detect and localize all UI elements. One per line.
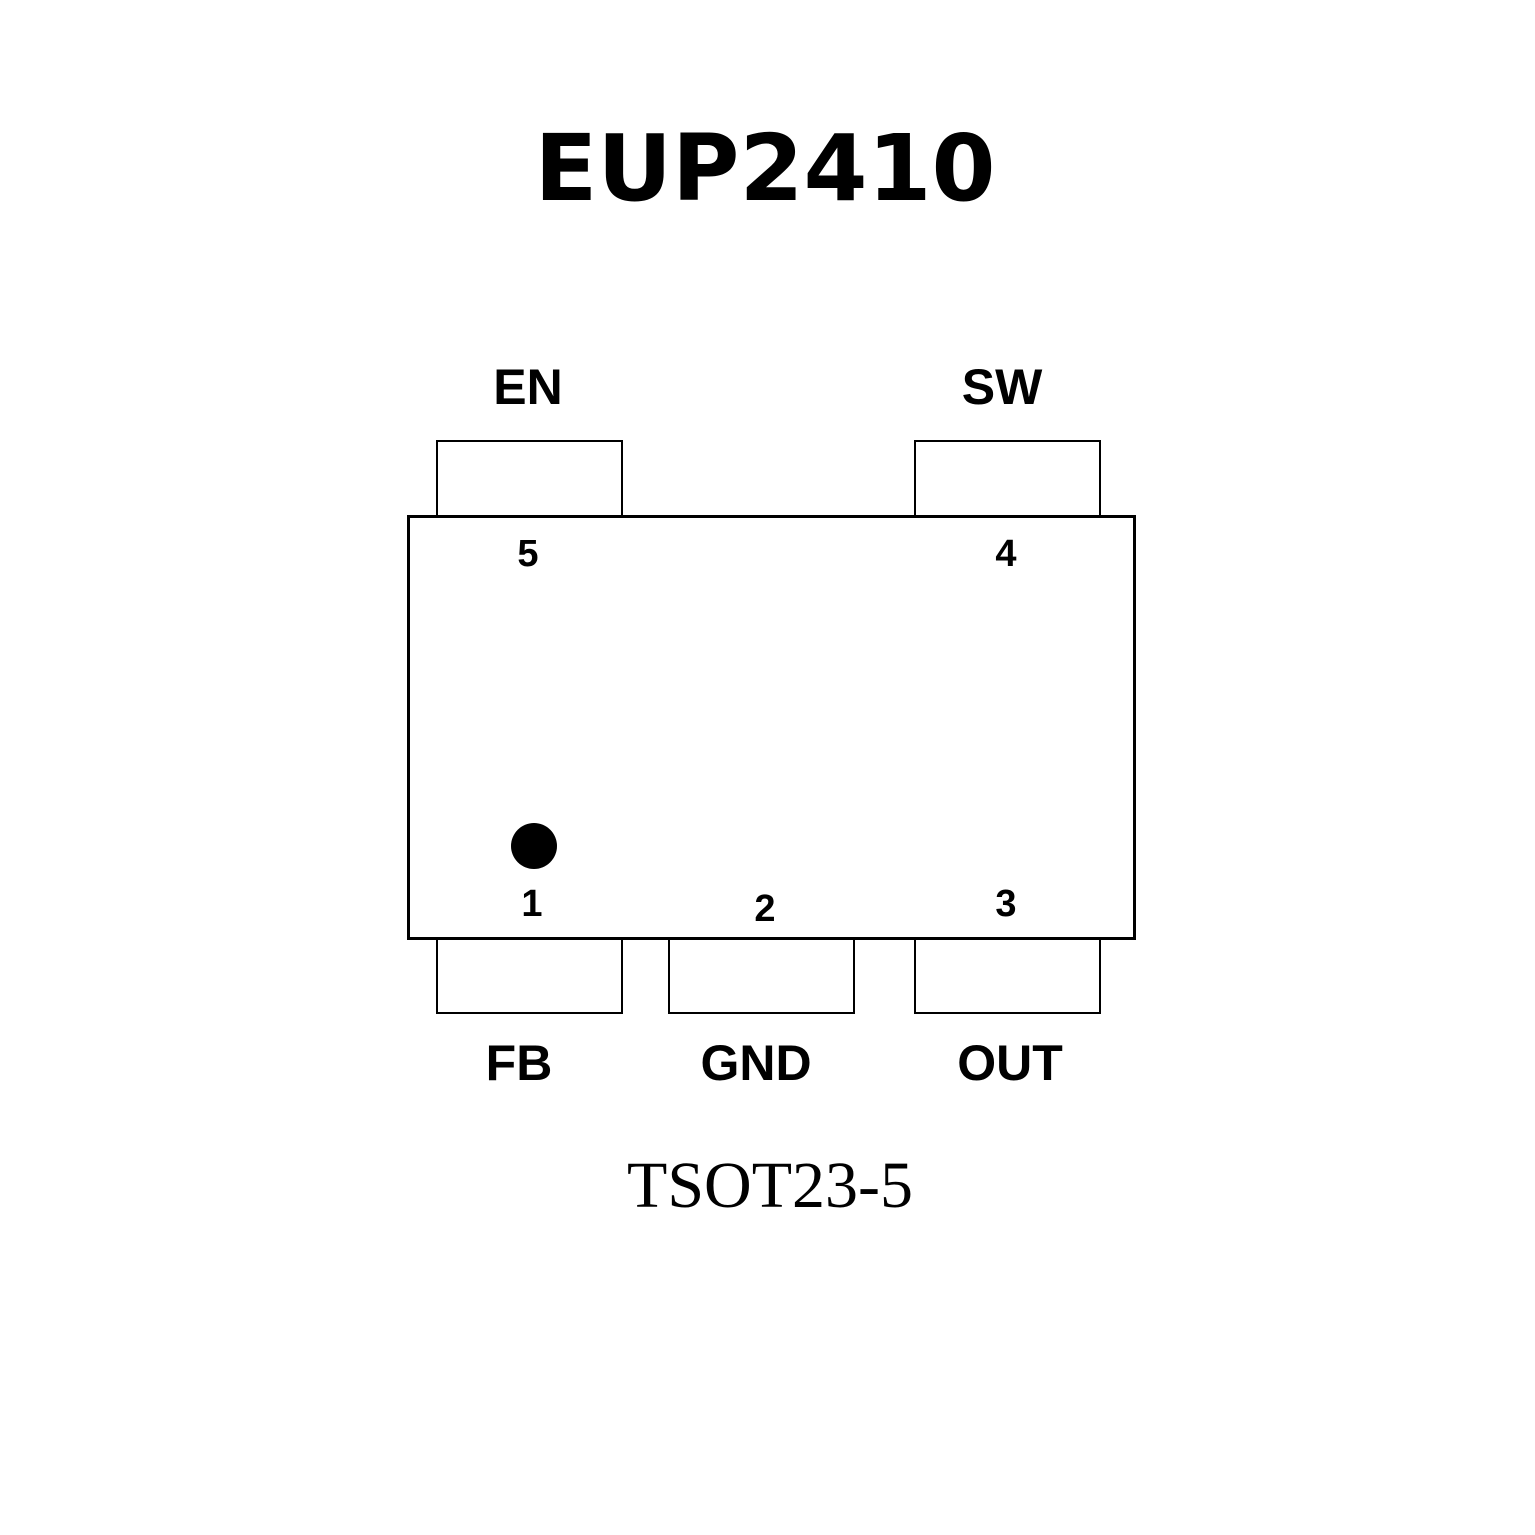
- pin-2-lead: [668, 936, 855, 1014]
- chip-title: EUP2410: [534, 115, 996, 222]
- pin-4-number: 4: [995, 533, 1017, 575]
- pin-2-number: 2: [754, 888, 776, 930]
- pin-4-name: SW: [961, 359, 1043, 415]
- pin-5-name: EN: [493, 359, 563, 415]
- pin-4-lead: [914, 440, 1101, 518]
- package-body: [407, 515, 1136, 940]
- package-name: TSOT23-5: [627, 1149, 913, 1222]
- pin-1-lead: [436, 936, 623, 1014]
- pin-1-marker-dot: [511, 823, 557, 869]
- pin-3-lead: [914, 936, 1101, 1014]
- pin-5-number: 5: [517, 533, 539, 575]
- pin-3-name: OUT: [957, 1035, 1063, 1091]
- pin-2-name: GND: [700, 1035, 812, 1091]
- pin-1-number: 1: [521, 883, 543, 925]
- pin-1-name: FB: [485, 1035, 553, 1091]
- pin-5-lead: [436, 440, 623, 518]
- pin-3-number: 3: [995, 883, 1017, 925]
